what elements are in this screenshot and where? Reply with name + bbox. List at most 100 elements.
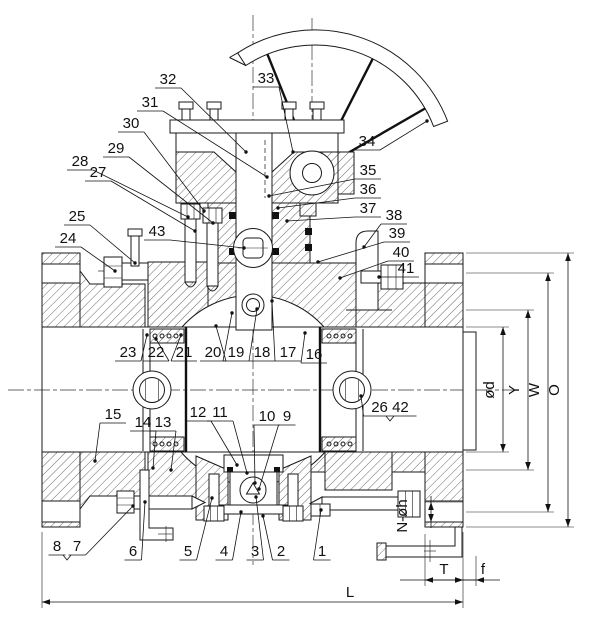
callout-16: 16 [300,331,327,364]
callout-37: 37 [285,200,381,223]
callout-2: 2 [261,514,290,561]
callout-2642: 26 42 [359,394,417,417]
drain-fittings [116,469,463,562]
callout-24: 24 [55,230,117,273]
callout-43: 43 [144,223,246,250]
svg-text:Y: Y [506,385,523,395]
callout-40: 40 [338,244,414,280]
callout-10: 10 [253,408,280,485]
svg-text:13: 13 [155,414,172,431]
callout-3: 3 [246,495,264,561]
seat-assemblies [142,327,364,452]
svg-text:7: 7 [73,538,81,555]
callout-9: 9 [257,408,296,491]
top-plate [169,119,345,134]
svg-text:14: 14 [135,414,152,431]
callout-5: 5 [179,496,214,561]
callout-17: 17 [270,299,301,362]
packing-ring [229,212,236,219]
svg-text:30: 30 [123,115,140,132]
callout-11: 11 [207,404,249,475]
svg-text:O: O [546,384,563,396]
dim-L: L [41,532,464,608]
callout-35: 35 [267,162,381,198]
svg-text:37: 37 [360,200,377,217]
svg-text:15: 15 [105,406,122,423]
svg-text:29: 29 [108,140,125,157]
callout-39: 39 [316,225,410,264]
flange-bolt [103,256,123,288]
svg-text:31: 31 [142,94,159,111]
svg-text:40: 40 [393,244,410,261]
gear-hub [289,150,335,196]
left-flange-bolt-hole [41,500,81,523]
callout-28: 28 [67,153,190,219]
svg-text:1: 1 [318,543,326,560]
callout-22: 22 [143,337,170,362]
svg-text:2: 2 [277,543,285,560]
dim-T: T [400,534,500,586]
handwheel-spoke [335,107,426,162]
svg-text:36: 36 [360,181,377,198]
left-flange-bolt-hole [41,263,81,284]
dim-O: O [466,252,574,528]
callout-8: 8 [48,538,66,556]
callout-31: 31 [137,94,269,179]
bonnet-assembly [103,202,404,311]
svg-text:f: f [481,561,486,578]
svg-text:38: 38 [386,207,403,224]
callout-41: 41 [377,260,419,279]
trunnion-pin [239,476,267,504]
drain-bolt [116,490,135,514]
svg-text:22: 22 [148,344,165,361]
valve-body [41,252,477,528]
svg-text:39: 39 [389,225,406,242]
svg-text:34: 34 [359,133,376,150]
antistatic-symbol [245,482,261,495]
handwheel [229,29,449,162]
callout-34: 34 [354,119,429,151]
svg-text:41: 41 [398,260,415,277]
svg-text:12: 12 [190,404,207,421]
svg-text:3: 3 [251,543,259,560]
svg-text:35: 35 [360,162,377,179]
svg-text:6: 6 [129,543,137,560]
callout-20: 20 [200,324,227,362]
svg-text:T: T [439,561,448,578]
stem-assembly [233,132,273,331]
packing-ring [272,248,279,255]
part-callouts: 1234567891011121314151617181920212223242… [48,70,429,561]
svg-text:5: 5 [184,543,192,560]
svg-text:20: 20 [205,344,222,361]
gland-stud [206,221,219,287]
svg-text:9: 9 [283,408,291,425]
svg-text:24: 24 [60,230,77,247]
svg-text:21: 21 [176,344,193,361]
svg-text:17: 17 [280,344,297,361]
svg-text:23: 23 [120,344,137,361]
svg-text:4: 4 [220,543,228,560]
svg-text:43: 43 [149,223,166,240]
svg-text:11: 11 [212,404,228,421]
dim-W: W [466,272,554,513]
gland-stud [184,217,197,283]
svg-text:16: 16 [306,346,323,363]
callout-7: 7 [68,504,135,556]
stem-lower-pin [241,293,265,317]
svg-text:25: 25 [69,208,86,225]
dim-od: ød [466,326,509,453]
dim-Noh: N-øh [394,496,463,533]
group-mark [62,554,72,561]
drain-bolt [397,490,421,518]
callout-33: 33 [253,70,295,154]
callout-21: 21 [170,333,197,362]
svg-text:33: 33 [258,70,275,87]
svg-text:L: L [346,584,354,601]
svg-text:19: 19 [228,344,245,361]
vent-pipe-left [139,469,174,541]
raised-face [462,331,477,451]
svg-text:32: 32 [160,71,177,88]
packing-ring [229,248,236,255]
